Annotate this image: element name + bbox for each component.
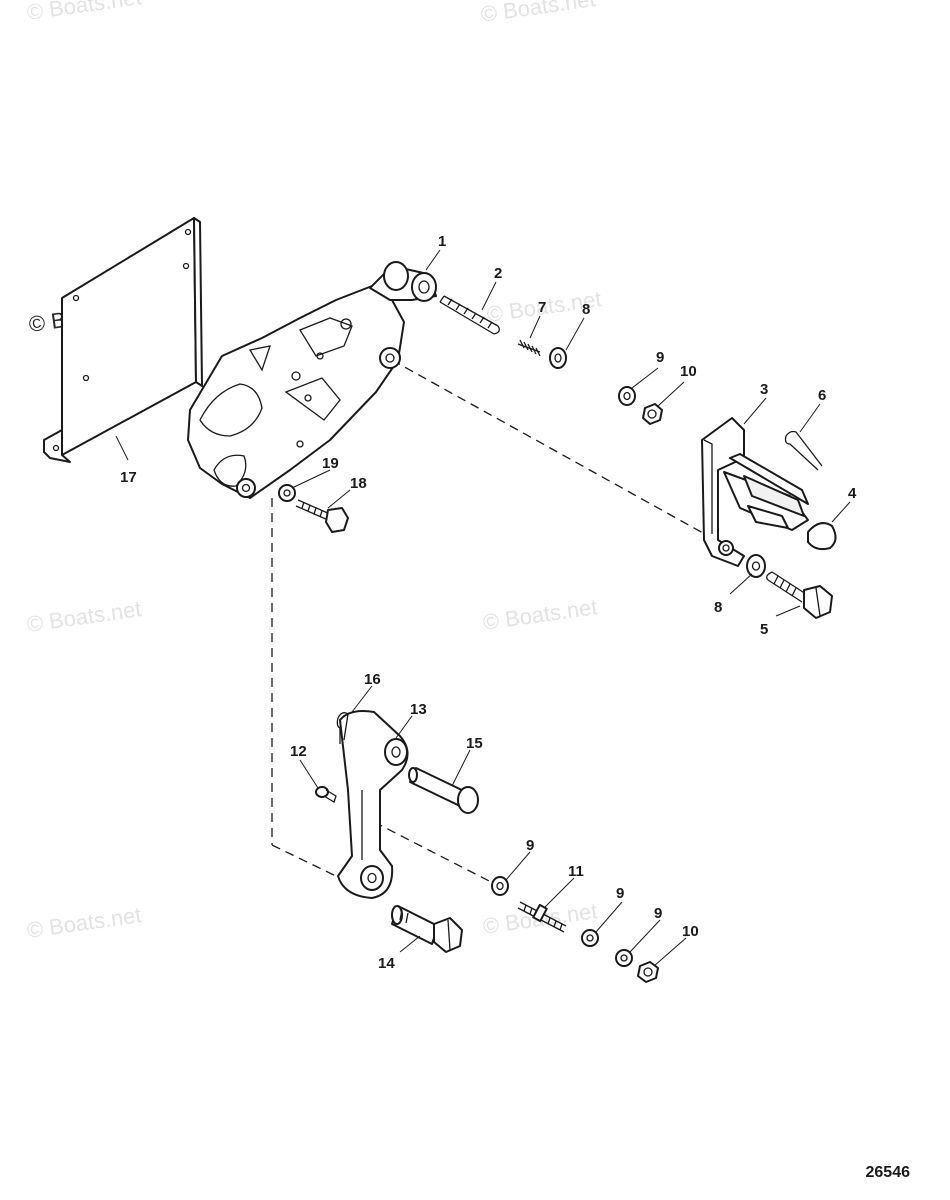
callout-3: 3 bbox=[760, 381, 768, 398]
alignment-line bbox=[373, 821, 496, 885]
nut-part-10 bbox=[642, 403, 663, 425]
lever-part-13 bbox=[337, 710, 409, 899]
washer-part-8 bbox=[549, 347, 567, 369]
callout-12: 12 bbox=[290, 743, 307, 760]
screw-part-2 bbox=[439, 295, 500, 335]
mounting-plate-part-17 bbox=[43, 217, 203, 463]
alignment-line bbox=[391, 359, 713, 539]
bolt-part-14 bbox=[391, 905, 463, 953]
callout-18: 18 bbox=[350, 475, 367, 492]
callout-19: 19 bbox=[322, 455, 339, 472]
callout-labels: 1 2 3 4 5 6 7 8 8 9 9 9 9 10 10 11 12 13… bbox=[120, 233, 857, 972]
callout-9: 9 bbox=[616, 885, 624, 902]
pin-part-15 bbox=[408, 767, 479, 814]
callout-16: 16 bbox=[364, 671, 381, 688]
callout-14: 14 bbox=[378, 955, 395, 972]
lever-bracket-part-3 bbox=[701, 417, 809, 567]
callout-10: 10 bbox=[682, 923, 699, 940]
watermark-text: © Boats.net bbox=[25, 902, 143, 943]
callout-1: 1 bbox=[438, 233, 446, 250]
callout-6: 6 bbox=[818, 387, 826, 404]
watermark-text: © Boats.net bbox=[479, 0, 597, 27]
watermarks: © Boats.net © Boats.net © Boats.net © Bo… bbox=[25, 0, 603, 943]
stud-part-11 bbox=[517, 901, 567, 933]
alignment-line bbox=[271, 844, 341, 879]
callout-7: 7 bbox=[538, 299, 546, 316]
pin-part-12 bbox=[315, 786, 337, 803]
watermark-text: © Boats.net bbox=[25, 0, 143, 25]
callout-5: 5 bbox=[760, 621, 768, 638]
figure-number: 26546 bbox=[865, 1164, 911, 1181]
bolt-part-5 bbox=[766, 571, 833, 619]
callout-17: 17 bbox=[120, 469, 137, 486]
watermark-text: © Boats.net bbox=[481, 594, 599, 635]
callout-8: 8 bbox=[582, 301, 590, 318]
callout-15: 15 bbox=[466, 735, 483, 752]
callout-9: 9 bbox=[656, 349, 664, 366]
cap-part-4 bbox=[807, 522, 837, 551]
cotter-pin-part-16 bbox=[336, 712, 349, 744]
bolt-part-18 bbox=[295, 499, 349, 533]
callout-11: 11 bbox=[568, 863, 584, 880]
callout-9: 9 bbox=[526, 837, 534, 854]
callout-8: 8 bbox=[714, 599, 722, 616]
shift-bracket-assembly bbox=[187, 261, 437, 499]
alignment-lines bbox=[271, 359, 713, 885]
spring-part-7 bbox=[517, 339, 541, 357]
washer-part-9 bbox=[618, 386, 636, 406]
callout-13: 13 bbox=[410, 701, 427, 718]
washer-part-9-d bbox=[615, 949, 633, 967]
leader-lines bbox=[115, 249, 851, 967]
nut-part-10-lower bbox=[637, 961, 659, 983]
callout-10: 10 bbox=[680, 363, 697, 380]
callout-9: 9 bbox=[654, 905, 662, 922]
callout-4: 4 bbox=[848, 485, 857, 502]
washer-part-9-lower bbox=[491, 876, 509, 896]
callout-2: 2 bbox=[494, 265, 502, 282]
washer-part-9-c bbox=[581, 929, 599, 947]
washer-part-8-lower bbox=[746, 554, 766, 578]
cotter-pin-part-6 bbox=[784, 430, 823, 471]
watermark-text: © Boats.net bbox=[25, 596, 143, 637]
washer-part-19 bbox=[278, 484, 296, 502]
